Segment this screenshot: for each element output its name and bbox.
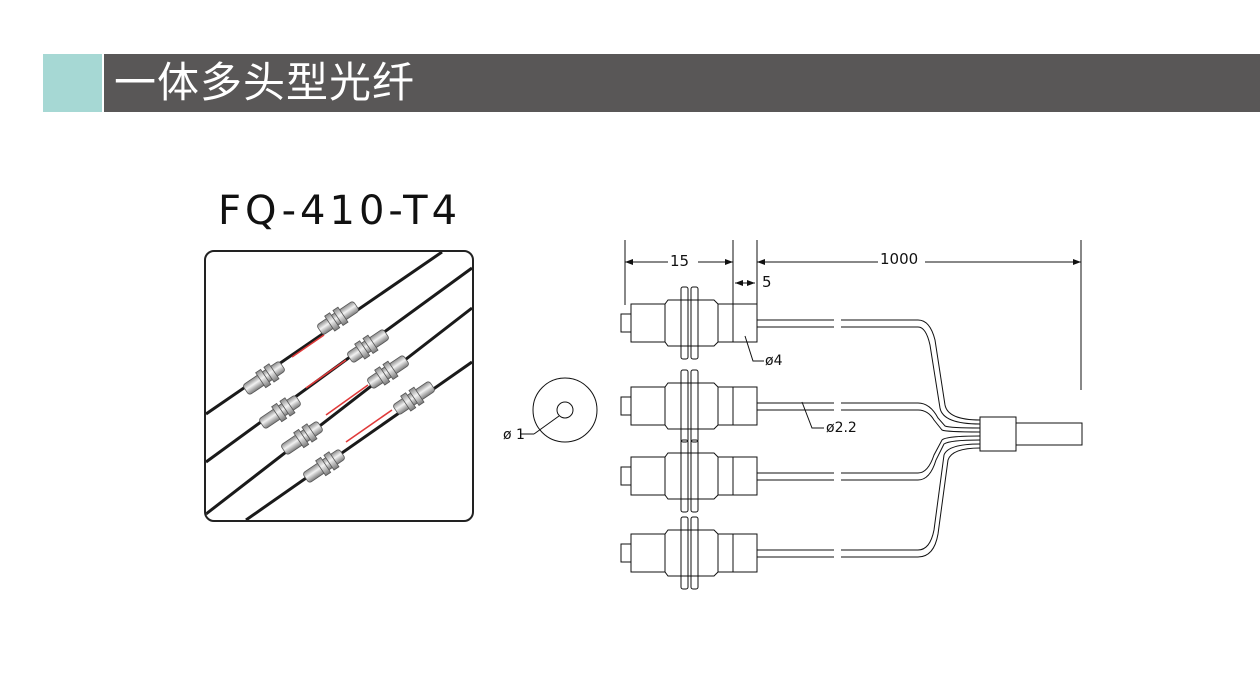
- dim-cable-length: 1000: [880, 250, 918, 268]
- dim-thread-end: 5: [762, 273, 772, 291]
- header-bar: [104, 54, 1260, 112]
- header-accent-block: [43, 54, 102, 112]
- dim-head-diameter: ø4: [765, 353, 783, 369]
- product-photo: [204, 250, 474, 522]
- product-model: FQ-410-T4: [218, 188, 462, 234]
- fiber-heads-illustration: [206, 252, 472, 520]
- dim-cable-diameter: ø2.2: [826, 420, 857, 436]
- dim-head-length: 15: [670, 252, 689, 270]
- dim-lens-diameter: ø 1: [503, 427, 525, 443]
- page-title: 一体多头型光纤: [114, 58, 416, 107]
